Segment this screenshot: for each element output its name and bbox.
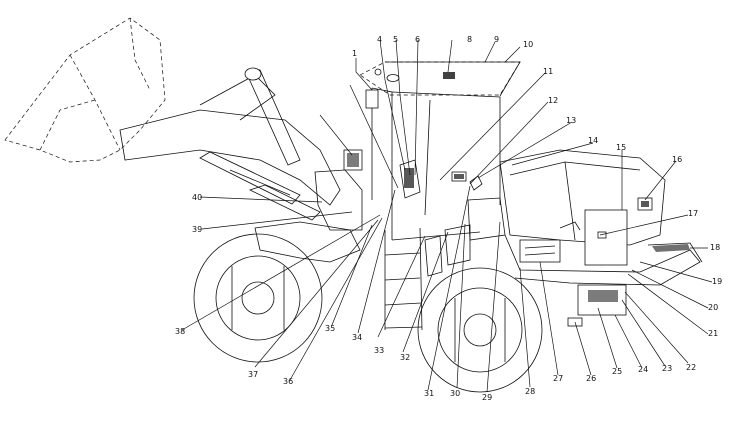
leader-lines [181, 39, 713, 393]
callout-31: 31 [424, 389, 434, 398]
front-frame [254, 149, 363, 263]
callout-20: 20 [708, 303, 718, 312]
callout-33: 33 [374, 346, 384, 355]
callout-29: 29 [482, 393, 492, 402]
callout-38: 38 [175, 327, 185, 336]
engine-hood [467, 149, 703, 327]
callout-28: 28 [525, 387, 535, 396]
callout-8: 8 [467, 35, 472, 44]
callout-18: 18 [710, 243, 720, 252]
boom-arm [119, 74, 341, 206]
tilt-cylinder [199, 151, 321, 221]
callout-24: 24 [638, 365, 648, 374]
lift-cylinder-upper [244, 67, 301, 166]
callout-22: 22 [686, 363, 696, 372]
rear-wheel [417, 267, 543, 393]
callout-40: 40 [192, 193, 202, 202]
callout-6: 6 [415, 35, 420, 44]
callout-16: 16 [672, 155, 682, 164]
callout-30: 30 [450, 389, 460, 398]
callout-27: 27 [553, 374, 563, 383]
callout-5: 5 [393, 35, 398, 44]
callout-19: 19 [712, 277, 722, 286]
callout-9: 9 [494, 35, 499, 44]
operator-cab [359, 61, 521, 241]
callout-34: 34 [352, 333, 362, 342]
callout-10: 10 [523, 40, 533, 49]
callout-36: 36 [283, 377, 293, 386]
callout-15: 15 [616, 143, 626, 152]
callout-labels: 1 4 5 6 8 9 10 11 12 13 14 15 16 17 18 1… [175, 35, 722, 402]
callout-13: 13 [566, 116, 576, 125]
front-wheel [193, 233, 323, 363]
callout-32: 32 [400, 353, 410, 362]
callout-4: 4 [377, 35, 382, 44]
callout-1: 1 [352, 49, 357, 58]
callout-21: 21 [708, 329, 718, 338]
callout-14: 14 [588, 136, 598, 145]
callout-11: 11 [543, 67, 553, 76]
callout-23: 23 [662, 364, 672, 373]
callout-17: 17 [688, 209, 698, 218]
callout-37: 37 [248, 370, 258, 379]
callout-12: 12 [548, 96, 558, 105]
callout-26: 26 [586, 374, 596, 383]
callout-25: 25 [612, 367, 622, 376]
access-ladder [384, 224, 471, 331]
callout-35: 35 [325, 324, 335, 333]
bucket [4, 17, 166, 163]
callout-39: 39 [192, 225, 202, 234]
